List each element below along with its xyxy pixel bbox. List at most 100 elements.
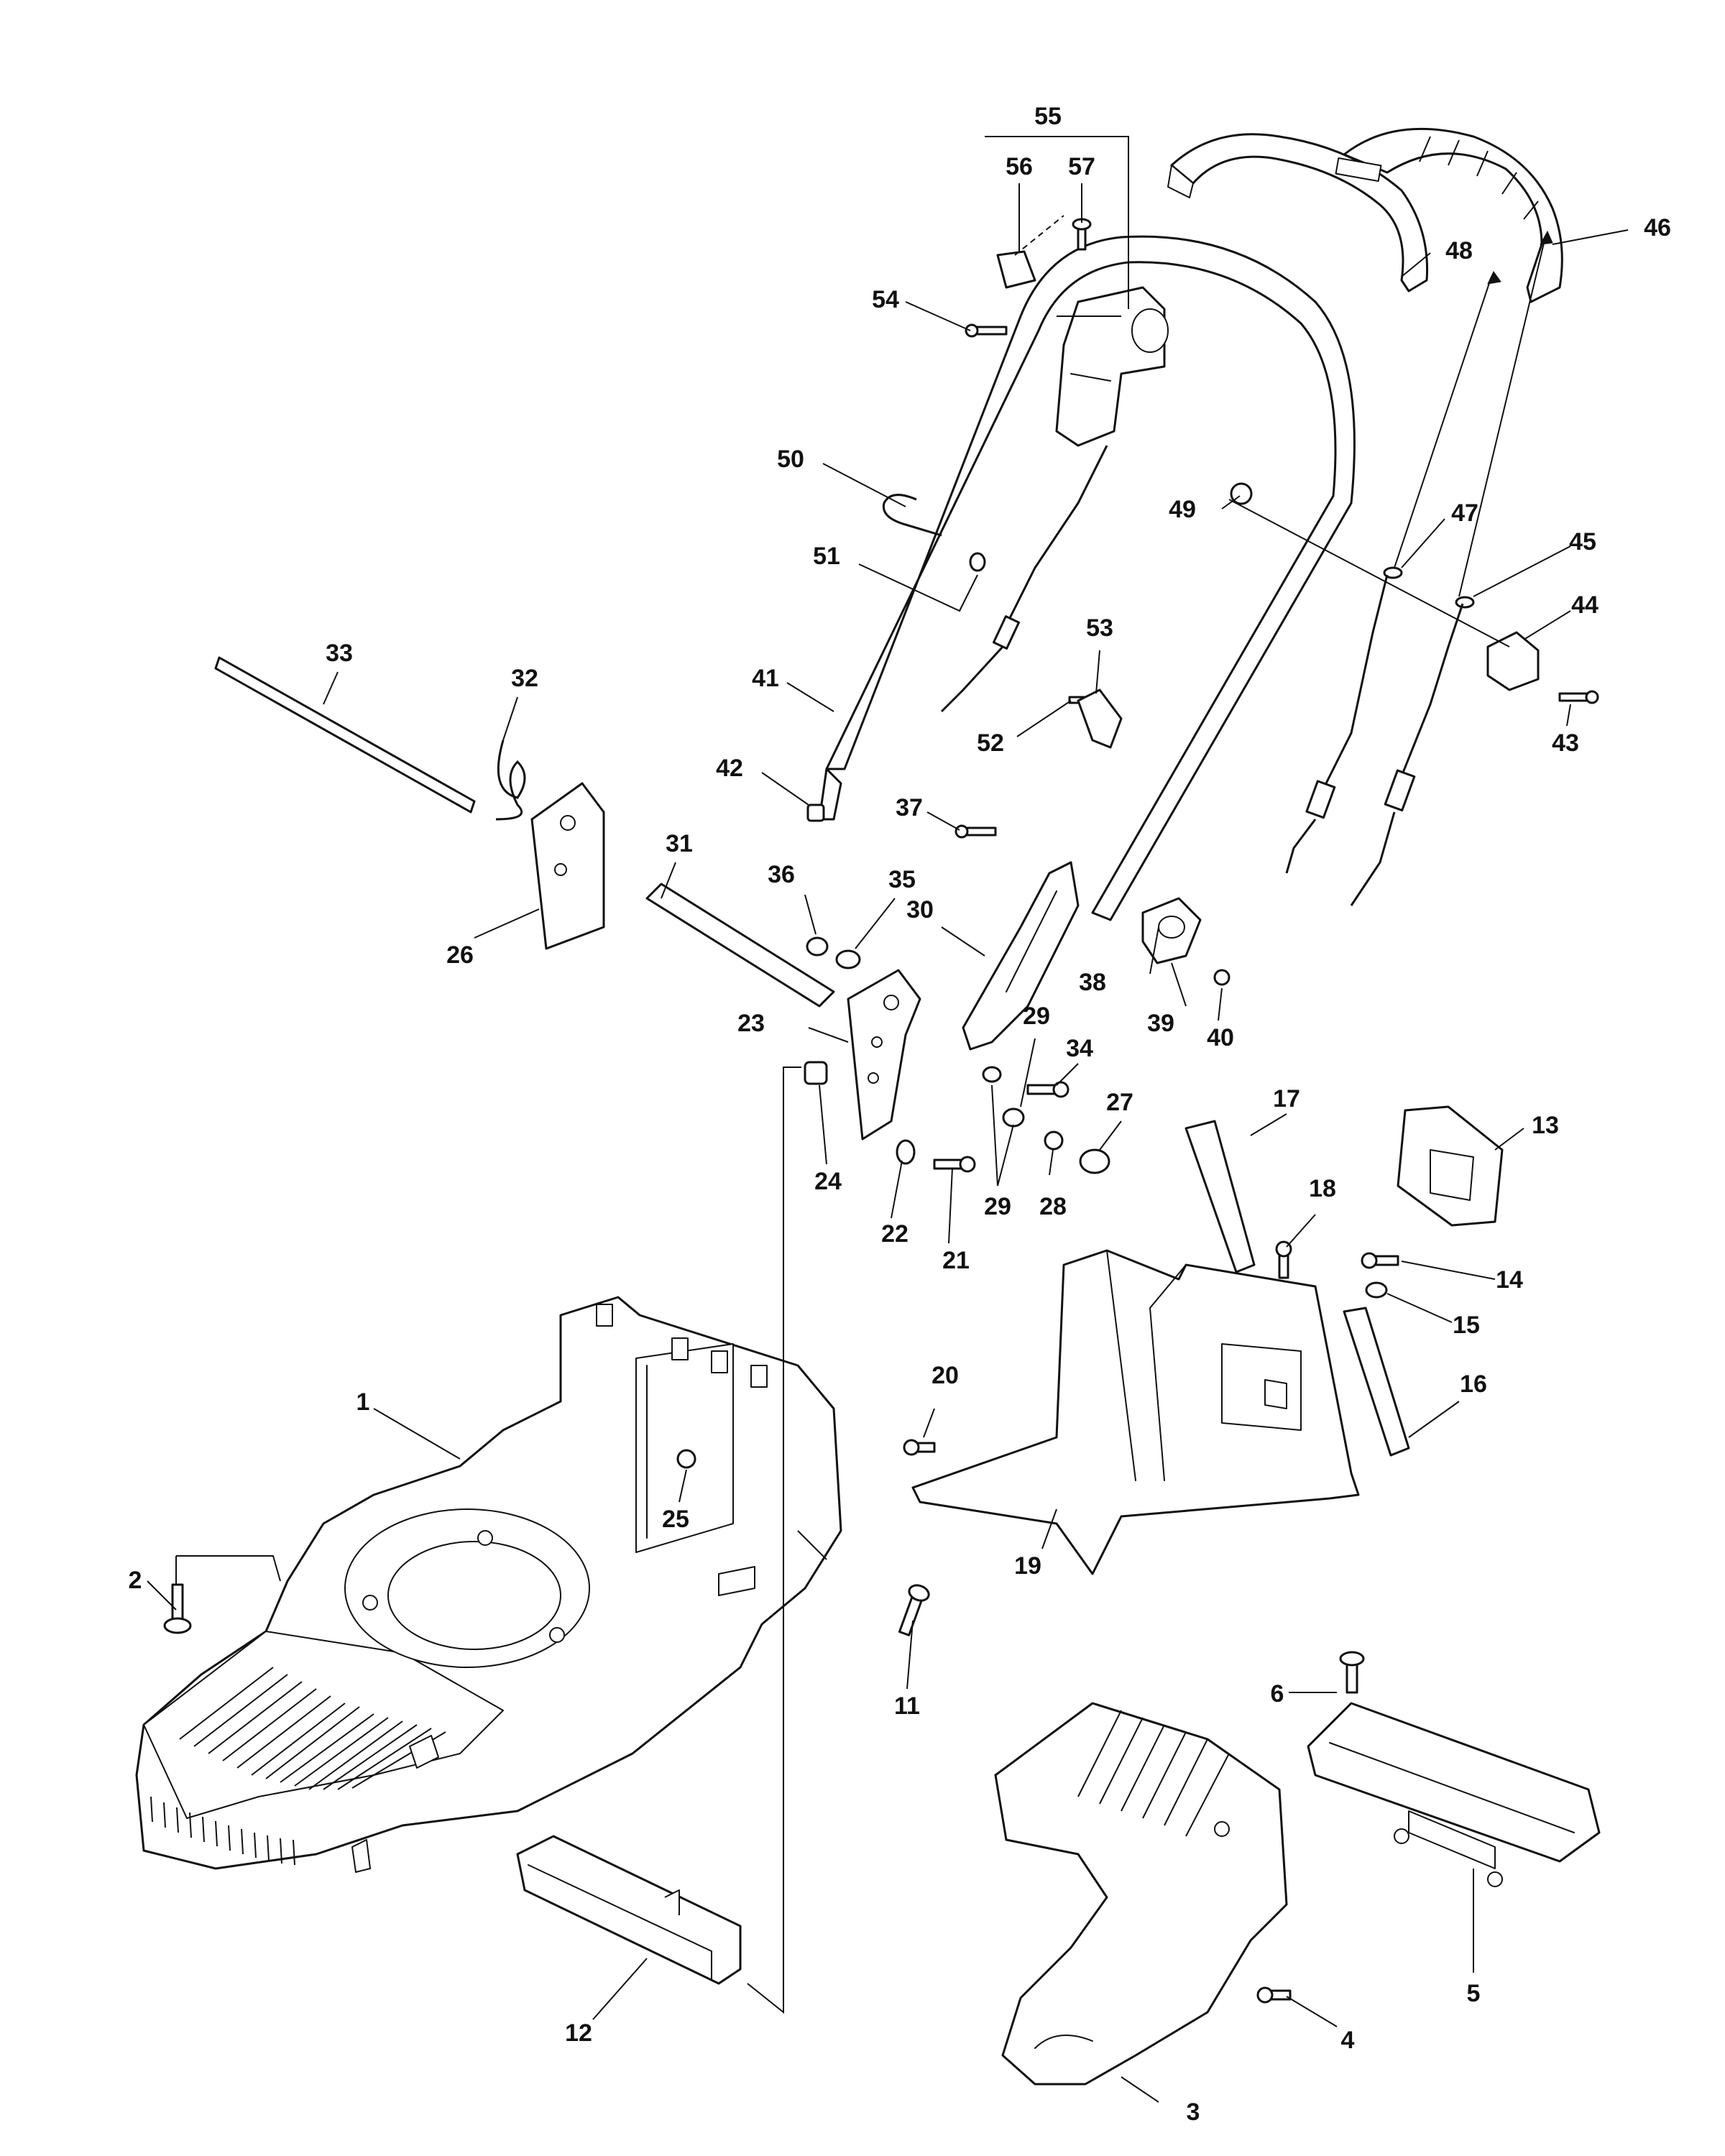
part-47-washer: [1383, 566, 1403, 579]
part-54-bolt: [965, 323, 1008, 338]
callout-16: 16: [1460, 1370, 1487, 1398]
part-40-nut: [1213, 969, 1230, 986]
part-2-bolt: [163, 1583, 192, 1634]
callout-57: 57: [1068, 153, 1095, 180]
part-51-nut: [969, 552, 986, 572]
part-29-washer-a: [1002, 1107, 1025, 1128]
callout-54: 54: [872, 286, 899, 313]
part-27-cap: [1079, 1148, 1110, 1174]
callout-23: 23: [737, 1010, 765, 1037]
callout-22: 22: [881, 1220, 908, 1248]
callout-13: 13: [1532, 1112, 1559, 1139]
callout-30: 30: [906, 896, 934, 923]
callout-29a: 29: [984, 1193, 1011, 1220]
part-15-washer: [1365, 1281, 1388, 1299]
callout-17: 17: [1273, 1085, 1300, 1112]
callout-29b: 29: [1023, 1003, 1050, 1030]
part-16-bracket: [1343, 1307, 1410, 1457]
callout-47: 47: [1451, 499, 1478, 527]
callout-27: 27: [1106, 1089, 1133, 1116]
callout-labels: 1 2 3 4 5 6 11 12 13 14 15 16 17 18 19 2…: [129, 103, 1671, 2126]
part-42-cap: [806, 803, 825, 822]
callout-42: 42: [716, 755, 743, 782]
part-46-grip: [1343, 127, 1563, 303]
callout-34: 34: [1066, 1035, 1093, 1062]
part-32-spring: [495, 740, 526, 821]
leader-lines: [147, 136, 1629, 2103]
callout-33: 33: [326, 640, 353, 667]
part-5-cover: [1307, 1702, 1601, 1887]
clutch-cable: [1350, 603, 1464, 906]
part-14-screw: [1361, 1252, 1399, 1269]
part-4-screw: [1256, 1986, 1292, 2004]
part-34-bolt: [1026, 1081, 1070, 1098]
part-deck: [135, 1296, 842, 1873]
part-23-plate: [847, 969, 921, 1141]
callout-43: 43: [1552, 729, 1579, 757]
callout-31: 31: [666, 830, 693, 857]
callout-45: 45: [1569, 528, 1596, 556]
callout-24: 24: [814, 1168, 842, 1195]
callout-26: 26: [446, 941, 474, 969]
callout-5: 5: [1467, 1980, 1481, 2007]
callout-51: 51: [813, 543, 840, 570]
callout-35: 35: [888, 866, 916, 893]
part-57-screw: [1072, 218, 1092, 251]
part-19-chute: [911, 1249, 1360, 1575]
callout-2: 2: [129, 1567, 142, 1594]
callout-6: 6: [1271, 1680, 1284, 1708]
part-13-flap: [1397, 1105, 1504, 1227]
callout-15: 15: [1453, 1312, 1480, 1339]
drive-cable: [940, 445, 1108, 713]
callout-21: 21: [942, 1247, 970, 1274]
callout-20: 20: [932, 1362, 959, 1389]
callout-52: 52: [977, 729, 1004, 757]
callout-53: 53: [1086, 614, 1113, 642]
part-41-handle-tube: [818, 235, 1356, 921]
part-11-bolt: [898, 1584, 930, 1636]
part-17-bracket: [1184, 1120, 1256, 1273]
part-45-washer: [1455, 596, 1475, 609]
callout-14: 14: [1496, 1266, 1523, 1294]
callout-38: 38: [1079, 969, 1106, 996]
part-28-nut: [1044, 1130, 1064, 1151]
callout-37: 37: [896, 794, 923, 821]
callout-36: 36: [768, 861, 795, 888]
callout-3: 3: [1187, 2099, 1200, 2126]
part-36-nut: [806, 936, 829, 957]
part-12-bracket: [516, 1835, 742, 1985]
callout-49: 49: [1169, 496, 1196, 523]
callout-4: 4: [1341, 2027, 1355, 2054]
callout-18: 18: [1309, 1175, 1336, 1202]
part-22-washer: [896, 1139, 916, 1165]
callout-19: 19: [1014, 1552, 1041, 1580]
callout-32: 32: [511, 665, 538, 692]
part-39-knob: [1141, 897, 1202, 964]
part-44-block: [1486, 631, 1540, 691]
callout-28: 28: [1039, 1193, 1067, 1220]
part-3-rear-flap: [994, 1702, 1288, 2086]
callout-11: 11: [894, 1692, 920, 1720]
part-56-clip: [996, 250, 1036, 289]
callout-50: 50: [777, 446, 804, 473]
part-18-screw: [1275, 1240, 1292, 1279]
part-48-handle-bar: [1167, 133, 1429, 292]
callout-39: 39: [1147, 1010, 1174, 1037]
part-6-bolt: [1339, 1651, 1365, 1694]
callout-55: 55: [1034, 103, 1062, 130]
callout-1: 1: [356, 1388, 370, 1416]
part-21-bolt: [933, 1156, 976, 1173]
part-33-rod: [214, 656, 476, 814]
callout-25: 25: [662, 1506, 689, 1533]
callout-12: 12: [565, 2019, 592, 2047]
part-37-bolt: [954, 824, 997, 839]
brake-cable: [1285, 574, 1389, 874]
callout-44: 44: [1571, 591, 1598, 619]
part-55-lever-housing: [1055, 286, 1169, 447]
callout-46: 46: [1644, 214, 1671, 241]
part-43-screw: [1558, 690, 1599, 704]
callout-41: 41: [752, 665, 779, 692]
part-53-clip: [1077, 688, 1123, 749]
callout-48: 48: [1445, 237, 1473, 264]
